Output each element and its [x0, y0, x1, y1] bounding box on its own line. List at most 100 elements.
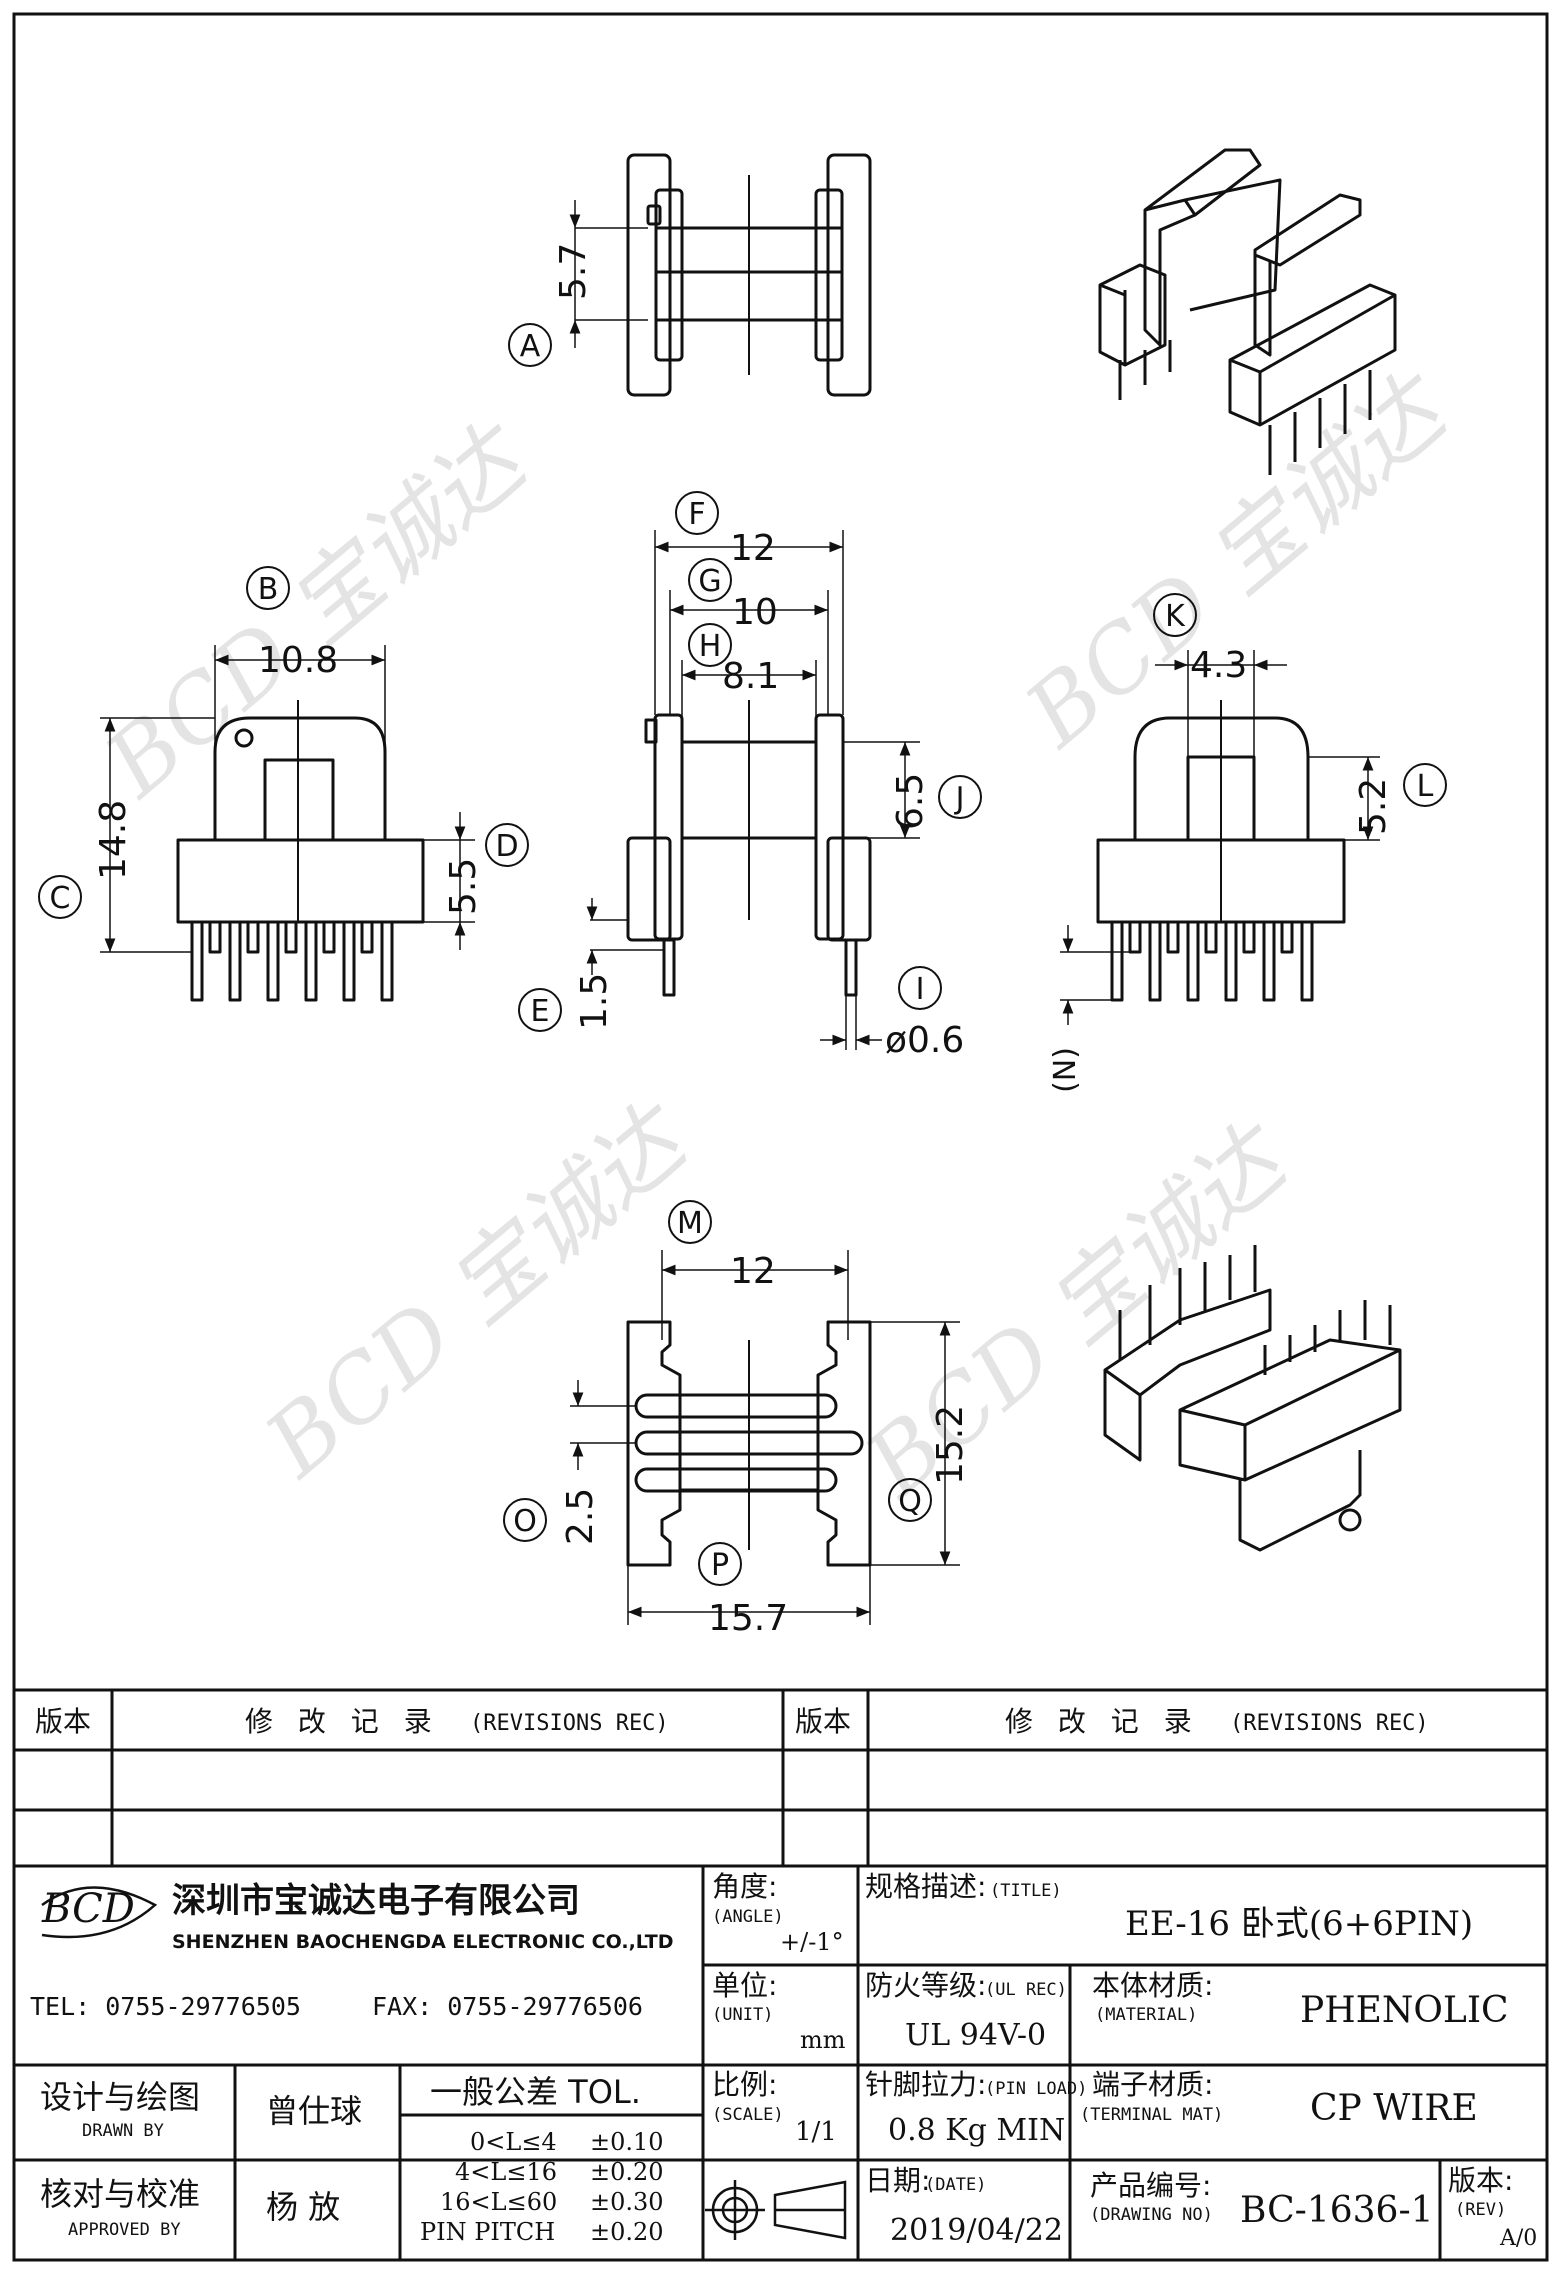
- callout-L: L: [1417, 769, 1434, 804]
- tolerance-title: 一般公差 TOL.: [430, 2073, 641, 2111]
- drawing-no-label-en: (DRAWING NO): [1090, 2205, 1213, 2225]
- callout-O: O: [513, 1504, 537, 1539]
- watermark-text: BCD 宝诚达: [245, 1084, 710, 1498]
- rev-value: A/0: [1499, 2226, 1537, 2251]
- unit-label: 单位:: [712, 1969, 777, 2002]
- dim-D: 5.5: [443, 858, 484, 915]
- date-value: 2019/04/22: [890, 2213, 1063, 2248]
- drawn-by-label: 设计与绘图: [40, 2078, 200, 2116]
- pinload-label-en: (PIN LOAD): [985, 2079, 1087, 2099]
- material-label: 本体材质:: [1092, 1969, 1213, 2002]
- terminal-value: CP WIRE: [1310, 2088, 1478, 2129]
- company-block: BCD 深圳市宝诚达电子有限公司 SHENZHEN BAOCHENGDA ELE…: [30, 1881, 673, 2021]
- dim-M: 12: [730, 1251, 776, 1292]
- ul-label: 防火等级:: [865, 1969, 986, 2002]
- date-label: 日期:: [865, 2164, 930, 2197]
- top-view: [569, 153, 872, 397]
- terminal-label: 端子材质:: [1092, 2068, 1213, 2101]
- approved-by-value: 杨 放: [266, 2188, 340, 2226]
- callout-circles: [38, 323, 1447, 1586]
- tol-value: ±0.30: [590, 2188, 664, 2216]
- title-block-lines: [14, 1688, 1547, 2260]
- callout-G: G: [698, 564, 721, 599]
- callout-I: I: [916, 972, 925, 1007]
- dim-O: 2.5: [560, 1488, 601, 1545]
- drawing-no-value: BC-1636-1: [1240, 2190, 1434, 2231]
- revisions-table: 版本 修 改 记 录 (REVISIONS REC) 版本 修 改 记 录 (R…: [35, 1705, 1429, 1738]
- title-label: 规格描述:: [865, 1870, 986, 1903]
- sheet-border: [12, 12, 1549, 2262]
- logo-text: BCD: [41, 1886, 135, 1932]
- tol-value: ±0.10: [590, 2128, 664, 2156]
- scale-label-en: (SCALE): [712, 2105, 784, 2125]
- unit-value: mm: [800, 2026, 846, 2054]
- scale-label: 比例:: [712, 2068, 777, 2101]
- rev-label: 版本:: [1448, 2164, 1513, 2197]
- drawn-by-label-en: DRAWN BY: [82, 2121, 164, 2141]
- dimension-labels: 5.7 10.8 14.8 5.5 12 10 8.1 6.5 1.5 ø0.6…: [93, 243, 1394, 1639]
- isometric-bottom: [1103, 1245, 1402, 1552]
- pinload-label: 针脚拉力:: [865, 2068, 986, 2101]
- rev-label-en: (REV): [1455, 2200, 1506, 2220]
- watermark-text: BCD 宝诚达: [845, 1104, 1310, 1518]
- dim-L: 5.2: [1353, 778, 1394, 835]
- callout-E: E: [531, 994, 550, 1029]
- dim-J: 6.5: [890, 773, 931, 830]
- company-name-cn: 深圳市宝诚达电子有限公司: [172, 1881, 580, 1921]
- angle-value: +/-1°: [780, 1928, 844, 1956]
- material-value: PHENOLIC: [1300, 1990, 1509, 2031]
- front-view: [100, 645, 475, 1002]
- rev-ver-right: 版本: [795, 1705, 851, 1738]
- title-label-en: (TITLE): [990, 1881, 1062, 1901]
- tol-range: PIN PITCH: [420, 2218, 555, 2246]
- dim-K: 4.3: [1190, 645, 1247, 686]
- dim-G: 10: [732, 592, 778, 633]
- callout-N: (N): [1048, 1047, 1083, 1093]
- callout-F: F: [688, 497, 705, 532]
- tol-range: 4<L≤16: [455, 2158, 557, 2186]
- date-label-en: (DATE): [925, 2175, 986, 2195]
- callout-K: K: [1165, 599, 1186, 634]
- company-tel: TEL: 0755-29776505: [30, 1992, 301, 2021]
- title-block-text: 角度: (ANGLE) +/-1° 规格描述: (TITLE) EE-16 卧式…: [40, 1870, 1537, 2251]
- rev-title-right: 修 改 记 录: [1005, 1705, 1200, 1738]
- dim-F: 12: [730, 528, 776, 569]
- callout-C: C: [50, 881, 71, 916]
- rev-title-en-right: (REVISIONS REC): [1230, 1711, 1429, 1736]
- approved-by-label: 核对与校准: [40, 2175, 200, 2213]
- watermark-text: BCD 宝诚达: [85, 404, 550, 818]
- unit-label-en: (UNIT): [712, 2005, 773, 2025]
- rev-title-left: 修 改 记 录: [245, 1705, 440, 1738]
- ul-label-en: (UL REC): [985, 1980, 1067, 2000]
- tol-range: 0<L≤4: [470, 2128, 557, 2156]
- terminal-label-en: (TERMINAL MAT): [1080, 2105, 1223, 2125]
- right-pins: [1110, 920, 1314, 1002]
- dim-C: 14.8: [93, 800, 134, 880]
- callout-M: M: [677, 1206, 703, 1241]
- dim-A: 5.7: [553, 243, 594, 300]
- approved-by-label-en: APPROVED BY: [68, 2220, 181, 2240]
- callout-P: P: [711, 1548, 729, 1583]
- isometric-top: [1098, 148, 1397, 475]
- front-pins: [190, 920, 394, 1002]
- callout-letters: A B C D E F G H I J K L M O P Q (N): [50, 329, 1434, 1583]
- dim-B: 10.8: [258, 640, 338, 681]
- tol-range: 16<L≤60: [440, 2188, 557, 2216]
- rev-ver-left: 版本: [35, 1705, 91, 1738]
- right-view: [1060, 650, 1380, 1025]
- callout-D: D: [495, 829, 518, 864]
- tol-value: ±0.20: [590, 2158, 664, 2186]
- callout-B: B: [258, 572, 279, 607]
- dim-Q: 15.2: [930, 1405, 971, 1485]
- dim-I: ø0.6: [885, 1020, 964, 1061]
- scale-value: 1/1: [795, 2117, 837, 2147]
- company-fax: FAX: 0755-29776506: [372, 1992, 643, 2021]
- drawn-by-value: 曾仕球: [266, 2092, 362, 2130]
- drawing-no-label: 产品编号:: [1090, 2169, 1211, 2202]
- material-label-en: (MATERIAL): [1095, 2005, 1197, 2025]
- callout-A: A: [520, 329, 541, 364]
- dim-E: 1.5: [574, 973, 615, 1030]
- angle-label-en: (ANGLE): [712, 1907, 784, 1927]
- callout-J: J: [954, 781, 965, 816]
